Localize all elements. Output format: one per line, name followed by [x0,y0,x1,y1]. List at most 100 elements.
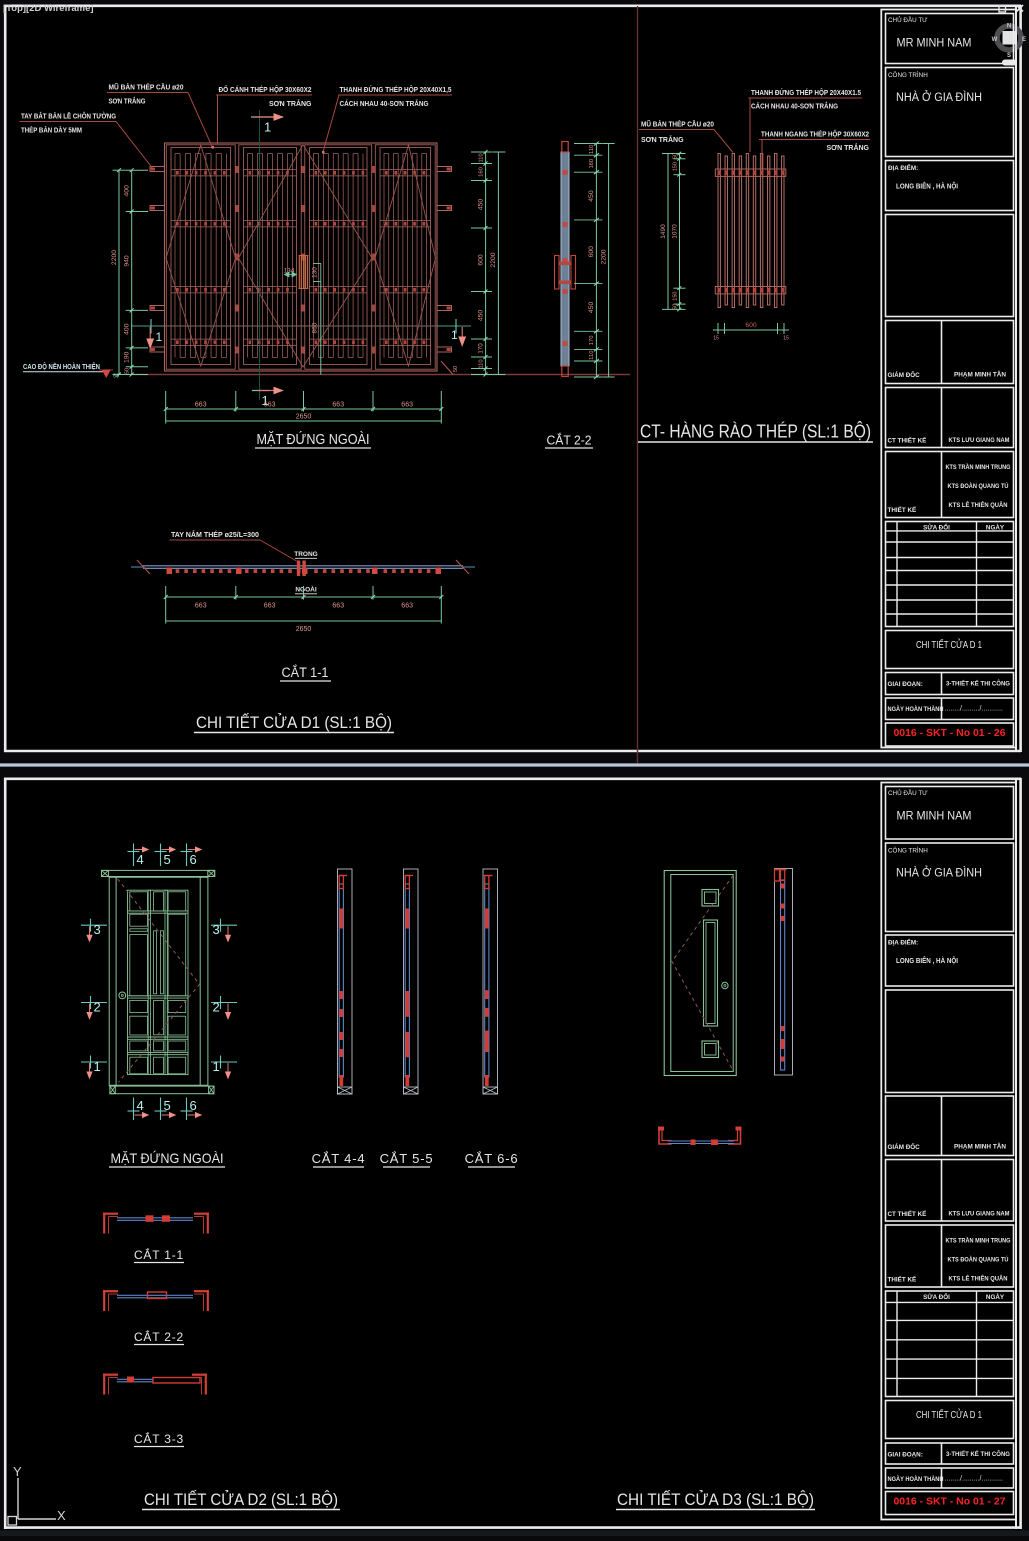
svg-text:5: 5 [164,1098,171,1113]
svg-text:1: 1 [213,1059,220,1074]
svg-text:E: E [1022,37,1026,43]
svg-text:1070: 1070 [671,224,678,239]
svg-text:1490: 1490 [660,224,667,239]
svg-text:N: N [1007,24,1011,30]
svg-text:663: 663 [195,402,207,409]
svg-text:663: 663 [332,603,344,610]
svg-text:450: 450 [477,310,484,322]
svg-text:2: 2 [94,1000,101,1015]
svg-text:134: 134 [284,268,295,275]
svg-text:......../........./...........: ......../........./........... [945,1476,1003,1483]
svg-text:SƠN TRẮNG: SƠN TRẮNG [826,143,869,152]
svg-text:663: 663 [332,402,344,409]
svg-text:0016 - SKT - No 01 - 26: 0016 - SKT - No 01 - 26 [894,727,1006,739]
svg-text:2200: 2200 [601,249,608,264]
svg-text:600: 600 [588,246,595,258]
svg-text:CHI TIẾT CỬA D3 (SL:1 BỘ): CHI TIẾT CỬA D3 (SL:1 BỘ) [617,1490,814,1509]
svg-text:THANH NGANG THÉP HỘP 30X60X2: THANH NGANG THÉP HỘP 30X60X2 [761,130,869,139]
svg-text:1: 1 [94,1059,101,1074]
svg-text:2650: 2650 [296,626,312,633]
svg-text:160: 160 [589,159,595,169]
svg-text:1: 1 [451,328,458,342]
svg-text:KTS LƯU GIANG NAM: KTS LƯU GIANG NAM [949,1211,1010,1218]
svg-text:MR MINH NAM: MR MINH NAM [897,811,972,823]
svg-text:ĐỐ CÁNH THÉP HỘP 30X60X2: ĐỐ CÁNH THÉP HỘP 30X60X2 [219,84,312,94]
svg-text:110: 110 [478,359,484,368]
svg-text:663: 663 [264,603,276,610]
svg-text:663: 663 [264,402,276,409]
svg-text:THIẾT KẾ: THIẾT KẾ [888,504,917,514]
svg-text:110: 110 [478,153,484,162]
svg-text:1: 1 [156,330,163,344]
svg-text:CẮT 1-1: CẮT 1-1 [134,1247,184,1262]
svg-text:MẶT ĐỨNG NGOÀI: MẶT ĐỨNG NGOÀI [257,431,370,448]
svg-text:4: 4 [137,852,144,867]
svg-text:GIAI ĐOẠN:: GIAI ĐOẠN: [888,1452,923,1459]
svg-text:860: 860 [312,322,319,333]
svg-text:400: 400 [124,323,131,335]
svg-text:160: 160 [478,167,484,177]
svg-text:ĐỊA ĐIỂM:: ĐỊA ĐIỂM: [888,938,918,947]
svg-text:400: 400 [124,185,131,197]
svg-text:5: 5 [164,852,171,867]
svg-text:MẶT ĐỨNG NGOÀI: MẶT ĐỨNG NGOÀI [111,1150,224,1166]
svg-text:LONG BIÊN , HÀ NỘI: LONG BIÊN , HÀ NỘI [896,182,958,191]
svg-text:CẮT 2-2: CẮT 2-2 [134,1329,184,1344]
svg-text:CÁCH NHAU 40-SƠN TRẮNG: CÁCH NHAU 40-SƠN TRẮNG [751,102,838,111]
svg-text:600: 600 [477,254,484,266]
svg-text:50: 50 [672,304,678,310]
svg-text:KTS TRẦN MINH TRUNG: KTS TRẦN MINH TRUNG [946,1235,1011,1245]
svg-text:170: 170 [589,336,595,346]
svg-text:CT THIẾT KẾ: CT THIẾT KẾ [888,1208,927,1218]
svg-text:150: 150 [672,162,678,171]
svg-text:940: 940 [124,255,131,267]
svg-text:[Top][2D Wireframe]: [Top][2D Wireframe] [3,3,94,14]
svg-text:PHẠM MINH TÂN: PHẠM MINH TÂN [954,370,1006,379]
svg-text:50: 50 [113,374,119,380]
svg-text:S: S [1007,53,1011,59]
svg-text:110: 110 [589,145,595,154]
svg-text:CẮT 1-1: CẮT 1-1 [282,665,329,680]
svg-text:6: 6 [190,1098,197,1113]
svg-text:KTS LƯU GIANG NAM: KTS LƯU GIANG NAM [949,437,1010,444]
svg-text:663: 663 [401,603,413,610]
svg-text:450: 450 [588,190,595,202]
svg-text:PHẠM MINH TÂN: PHẠM MINH TÂN [954,1142,1006,1151]
svg-text:NGÀY: NGÀY [986,523,1005,532]
svg-text:......../........./...........: ......../........./........... [945,706,1003,713]
svg-text:CT- HÀNG RÀO THÉP (SL:1 BỘ): CT- HÀNG RÀO THÉP (SL:1 BỘ) [640,421,871,442]
svg-text:663: 663 [195,603,207,610]
svg-text:SỬA ĐỔI: SỬA ĐỔI [923,523,950,532]
svg-text:50: 50 [453,366,459,372]
svg-text:KTS LÊ THIÊN QUÂN: KTS LÊ THIÊN QUÂN [949,500,1008,509]
svg-text:600: 600 [745,322,757,329]
svg-text:SỬA ĐỔI: SỬA ĐỔI [923,1292,950,1301]
svg-text:KTS ĐOÀN QUANG TÚ: KTS ĐOÀN QUANG TÚ [948,1255,1009,1264]
svg-text:NGÀY HOÀN THÀNH: NGÀY HOÀN THÀNH [888,1474,944,1483]
svg-text:2650: 2650 [296,414,312,421]
svg-text:CẮT 5-5: CẮT 5-5 [380,1151,434,1166]
svg-text:170: 170 [477,343,484,354]
svg-text:MŨ BẢN THÉP CẦU ø20: MŨ BẢN THÉP CẦU ø20 [109,82,184,92]
svg-text:MR MINH NAM: MR MINH NAM [897,38,972,50]
svg-text:CHỦ ĐẦU TƯ: CHỦ ĐẦU TƯ [888,14,928,24]
svg-text:CHI TIẾT CỬA D1 (SL:1 BỘ): CHI TIẾT CỬA D1 (SL:1 BỘ) [196,713,392,732]
svg-text:450: 450 [588,302,595,314]
svg-text:SƠN TRẮNG: SƠN TRẮNG [269,99,312,108]
svg-text:THIẾT KẾ: THIẾT KẾ [888,1274,917,1284]
svg-text:CẮT 6-6: CẮT 6-6 [465,1151,519,1166]
svg-text:GIAI ĐOẠN:: GIAI ĐOẠN: [888,681,923,688]
svg-text:CẮT 2-2: CẮT 2-2 [547,433,592,448]
svg-text:THANH ĐỨNG THÉP HỘP 20X40X1,5: THANH ĐỨNG THÉP HỘP 20X40X1,5 [340,85,452,94]
svg-text:450: 450 [477,199,484,211]
svg-text:CẮT 3-3: CẮT 3-3 [134,1431,184,1446]
svg-text:2200: 2200 [490,252,497,267]
svg-text:NGÀY: NGÀY [986,1292,1005,1301]
svg-text:NHÀ Ở GIA ĐÌNH: NHÀ Ở GIA ĐÌNH [896,867,982,880]
svg-text:KTS TRẦN MINH TRUNG: KTS TRẦN MINH TRUNG [946,461,1011,471]
svg-text:50: 50 [672,153,678,159]
svg-text:CẮT 4-4: CẮT 4-4 [312,1151,366,1166]
svg-text:NHÀ Ở GIA ĐÌNH: NHÀ Ở GIA ĐÌNH [896,91,982,104]
svg-text:3: 3 [94,922,101,937]
svg-text:TAY NẮM THÉP ø25/L=300: TAY NẮM THÉP ø25/L=300 [171,530,259,539]
